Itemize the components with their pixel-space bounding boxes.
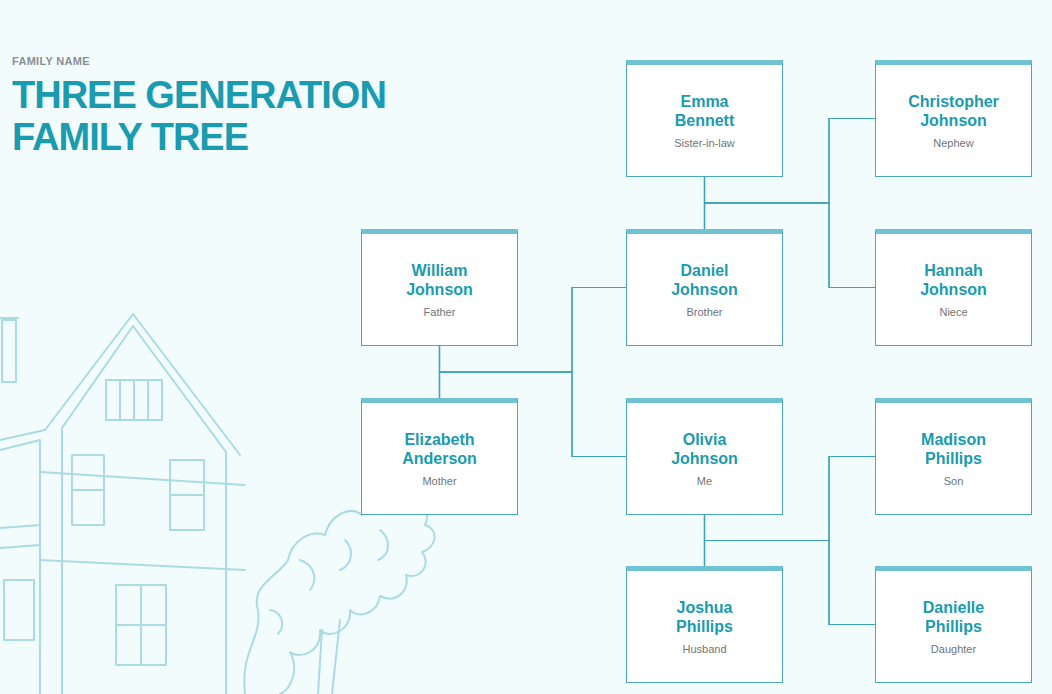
person-box: Elizabeth AndersonMother <box>361 398 518 515</box>
person-box: Olivia JohnsonMe <box>626 398 783 515</box>
person-name: Daniel Johnson <box>655 261 755 299</box>
person-name: Christopher Johnson <box>904 92 1004 130</box>
person-box: Danielle PhillipsDaughter <box>875 566 1032 683</box>
person-box: Emma BennettSister-in-law <box>626 60 783 177</box>
relation-label: Niece <box>939 305 967 319</box>
person-name: Madison Phillips <box>904 430 1004 468</box>
relation-label: Husband <box>682 642 726 656</box>
page-title: THREE GENERATION FAMILY TREE <box>12 74 392 158</box>
relation-label: Sister-in-law <box>674 136 735 150</box>
family-name-label: FAMILY NAME <box>12 55 90 67</box>
relation-label: Nephew <box>933 136 973 150</box>
relation-label: Daughter <box>931 642 976 656</box>
person-name: Emma Bennett <box>655 92 755 130</box>
person-name: Joshua Phillips <box>655 598 755 636</box>
person-name: William Johnson <box>390 261 490 299</box>
person-box: Christopher JohnsonNephew <box>875 60 1032 177</box>
relation-label: Father <box>424 305 456 319</box>
relation-label: Son <box>944 474 964 488</box>
person-name: Olivia Johnson <box>655 430 755 468</box>
relation-label: Me <box>697 474 712 488</box>
person-name: Hannah Johnson <box>904 261 1004 299</box>
person-box: Joshua PhillipsHusband <box>626 566 783 683</box>
person-name: Danielle Phillips <box>904 598 1004 636</box>
person-box: Madison PhillipsSon <box>875 398 1032 515</box>
relation-label: Mother <box>422 474 456 488</box>
person-name: Elizabeth Anderson <box>390 430 490 468</box>
person-box: William JohnsonFather <box>361 229 518 346</box>
person-box: Hannah JohnsonNiece <box>875 229 1032 346</box>
relation-label: Brother <box>686 305 722 319</box>
person-box: Daniel JohnsonBrother <box>626 229 783 346</box>
